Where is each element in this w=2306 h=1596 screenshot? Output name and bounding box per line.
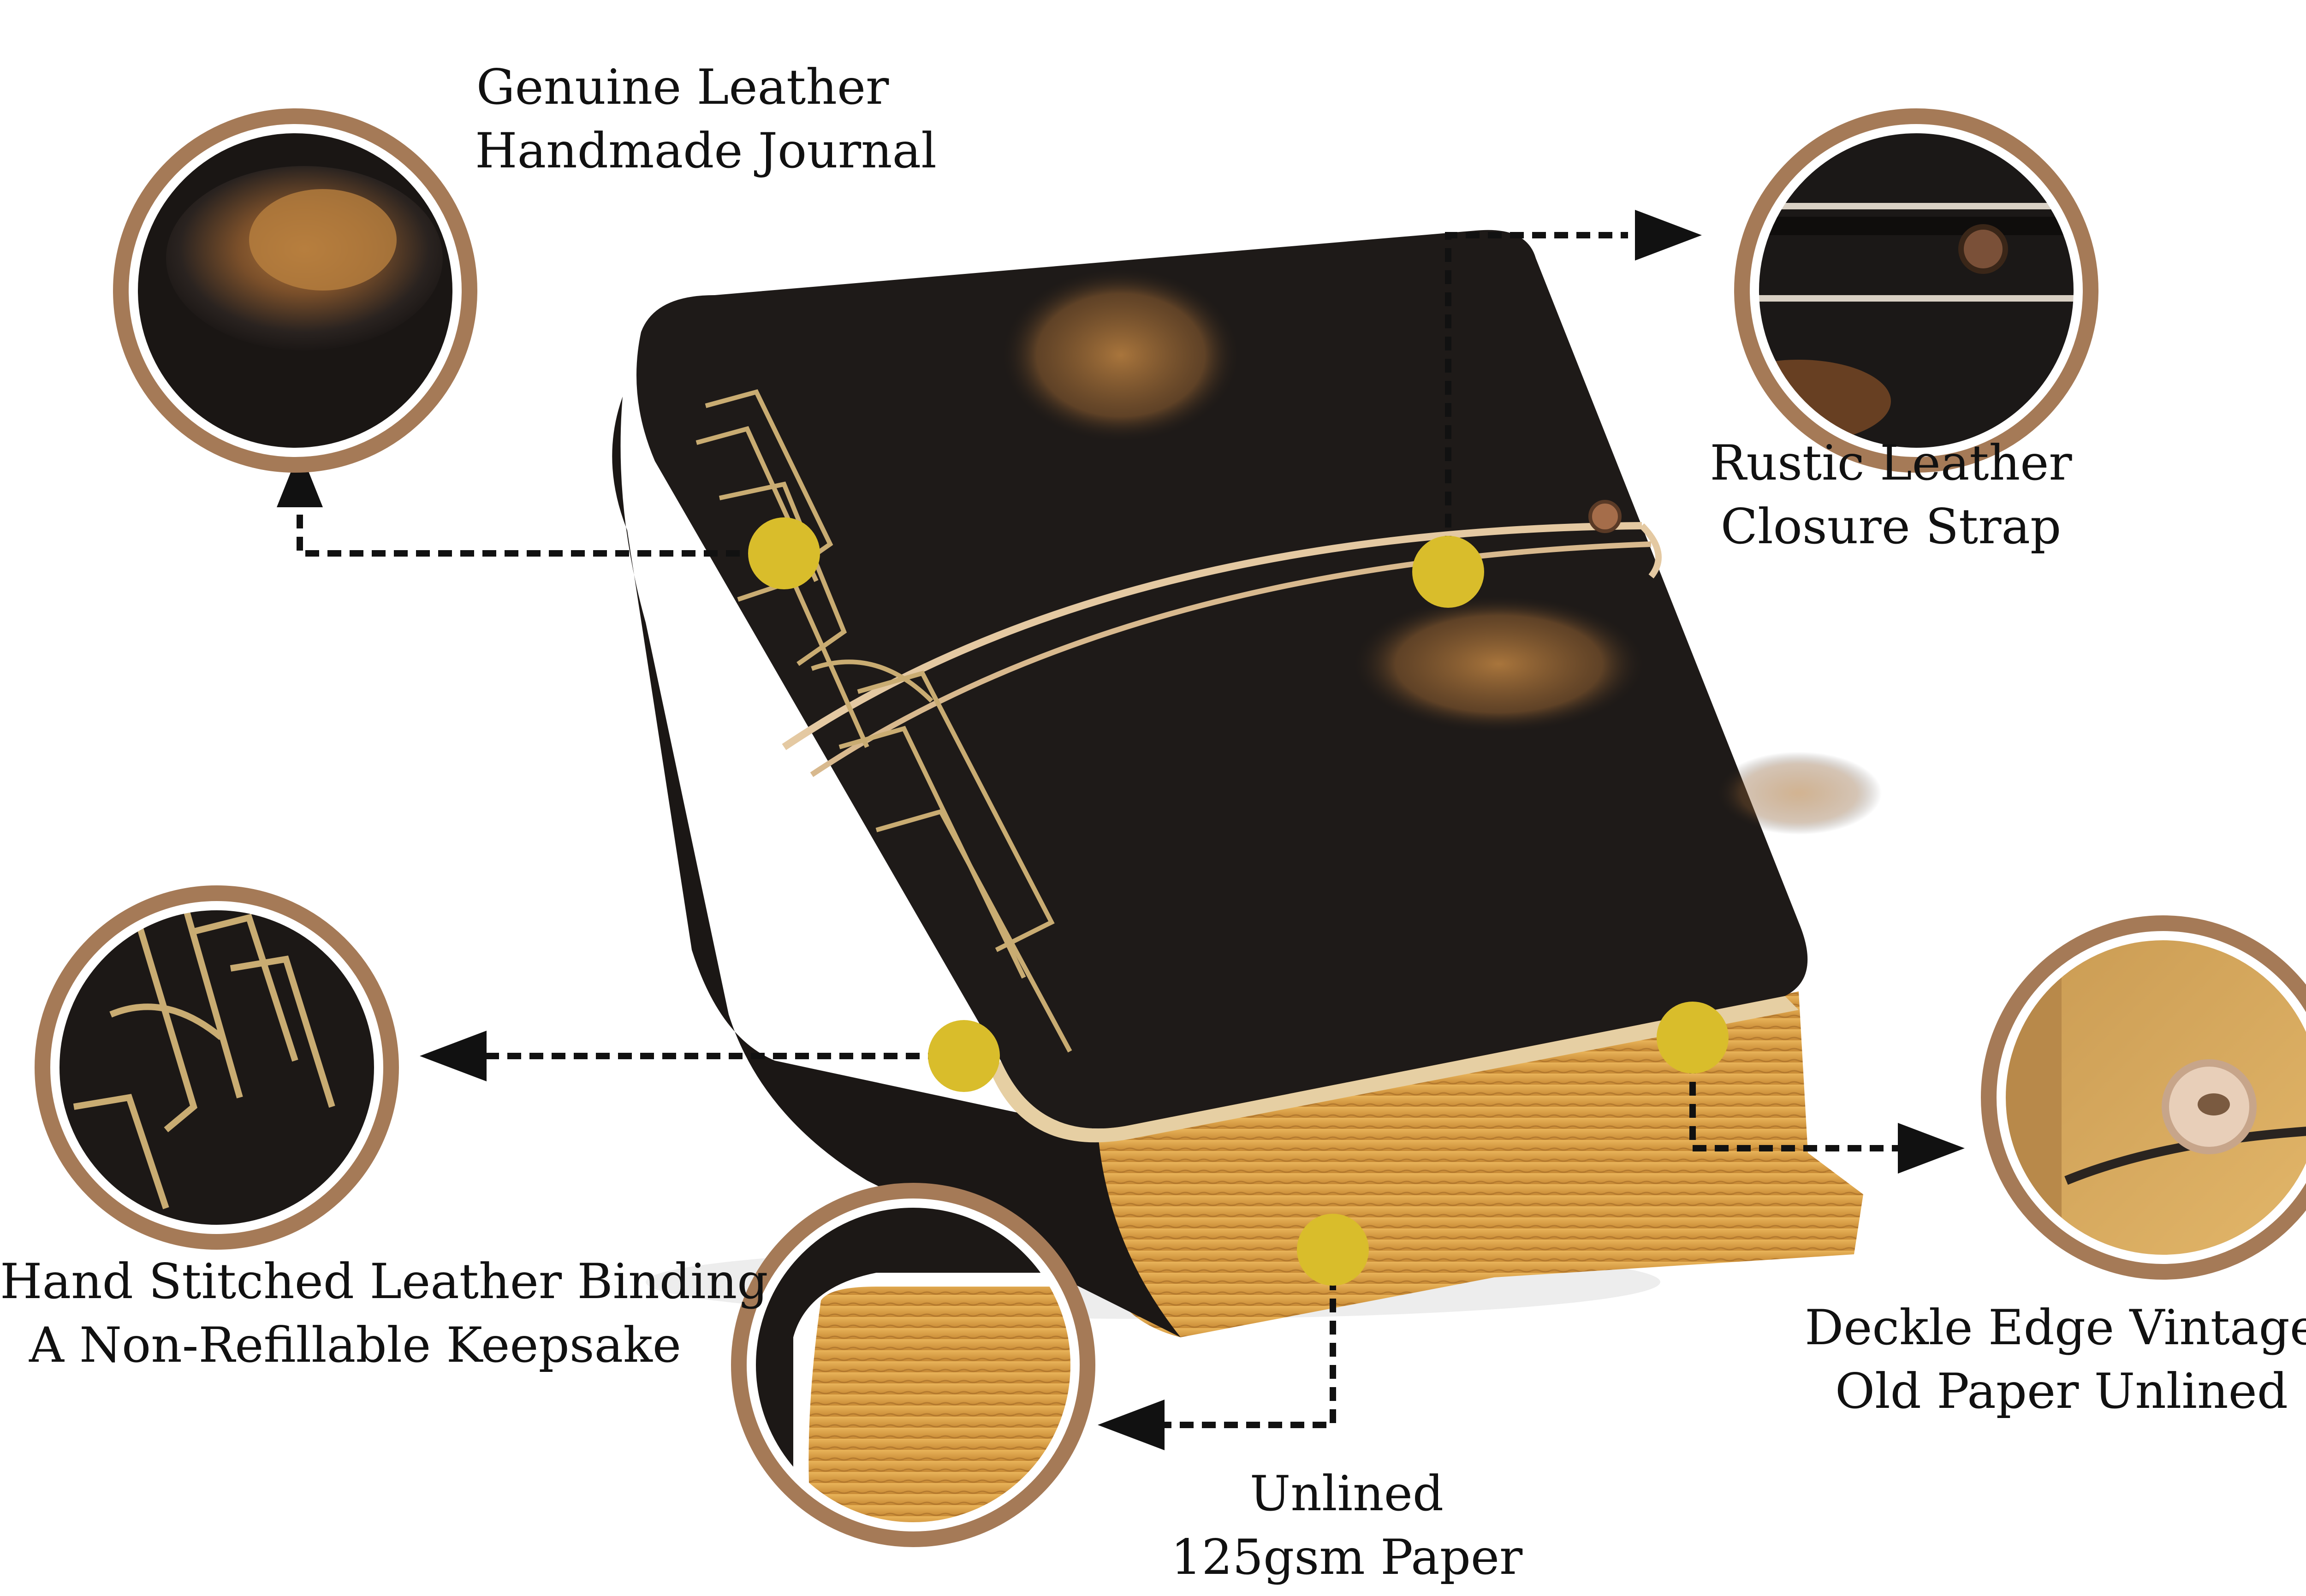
arrow-genuine-leather [297, 489, 784, 557]
arrow-head-up [277, 450, 323, 507]
stitching-closeup-icon [35, 885, 399, 1250]
callout-line: Rustic Leather [1710, 435, 2072, 491]
patina-spot [1716, 752, 1882, 835]
book-spine [612, 397, 1181, 1337]
arrow-head-right [1635, 210, 1702, 261]
strap-button [1588, 500, 1622, 533]
hotspot-dot [1657, 1002, 1729, 1074]
journal-product-image [612, 230, 1882, 1337]
leather-swatch-icon [113, 108, 477, 473]
callout-label-genuine-leather: Genuine Leather Handmade Journal [475, 55, 937, 183]
hotspot-dot [1297, 1214, 1369, 1286]
strap-closeup-icon [1734, 108, 2098, 473]
hotspot-dot [748, 517, 820, 589]
closure-strap [782, 522, 1642, 750]
arrow-deckle-edge [1689, 1038, 1900, 1151]
callout-line: Handmade Journal [475, 123, 937, 179]
hotspot-dots [748, 517, 1729, 1286]
patina-spot [1351, 595, 1646, 733]
callout-line: A Non-Refillable Keepsake [29, 1317, 682, 1373]
callout-line: Old Paper Unlined [1835, 1363, 2288, 1419]
callout-label-deckle-edge: Deckle Edge Vintage Old Paper Unlined [1799, 1296, 2306, 1423]
callout-label-closure-strap: Rustic Leather Closure Strap [1683, 431, 2098, 558]
patina-spot [1001, 267, 1241, 443]
arrow-closure-strap [1445, 232, 1628, 572]
hotspot-dot [928, 1020, 1000, 1092]
hotspot-dot [1412, 536, 1484, 608]
deckle-edge-closeup-icon [1981, 915, 2306, 1280]
callout-line: Genuine Leather [476, 59, 889, 115]
callout-label-binding: Hand Stitched Leather Binding A Non-Refi… [0, 1250, 768, 1377]
page-edge-closeup-icon [731, 1183, 1095, 1547]
callout-line: Closure Strap [1720, 498, 2062, 555]
callout-line: 125gsm Paper [1171, 1529, 1523, 1585]
arrow-heads [277, 210, 1965, 1450]
callout-label-paper: Unlined 125gsm Paper [1139, 1462, 1554, 1589]
spine-stitching [695, 389, 1072, 1053]
arrow-paper [1144, 1254, 1336, 1428]
callout-line: Unlined [1249, 1465, 1444, 1522]
callout-line: Hand Stitched Leather Binding [0, 1253, 768, 1310]
front-cover [636, 230, 1808, 1129]
callout-line: Deckle Edge Vintage [1805, 1299, 2306, 1356]
page-block [1098, 991, 1863, 1337]
arrow-head-left [420, 1031, 487, 1081]
arrow-head-right [1898, 1123, 1965, 1174]
connector-lines [297, 232, 1900, 1428]
arrow-head-left [1098, 1400, 1165, 1450]
